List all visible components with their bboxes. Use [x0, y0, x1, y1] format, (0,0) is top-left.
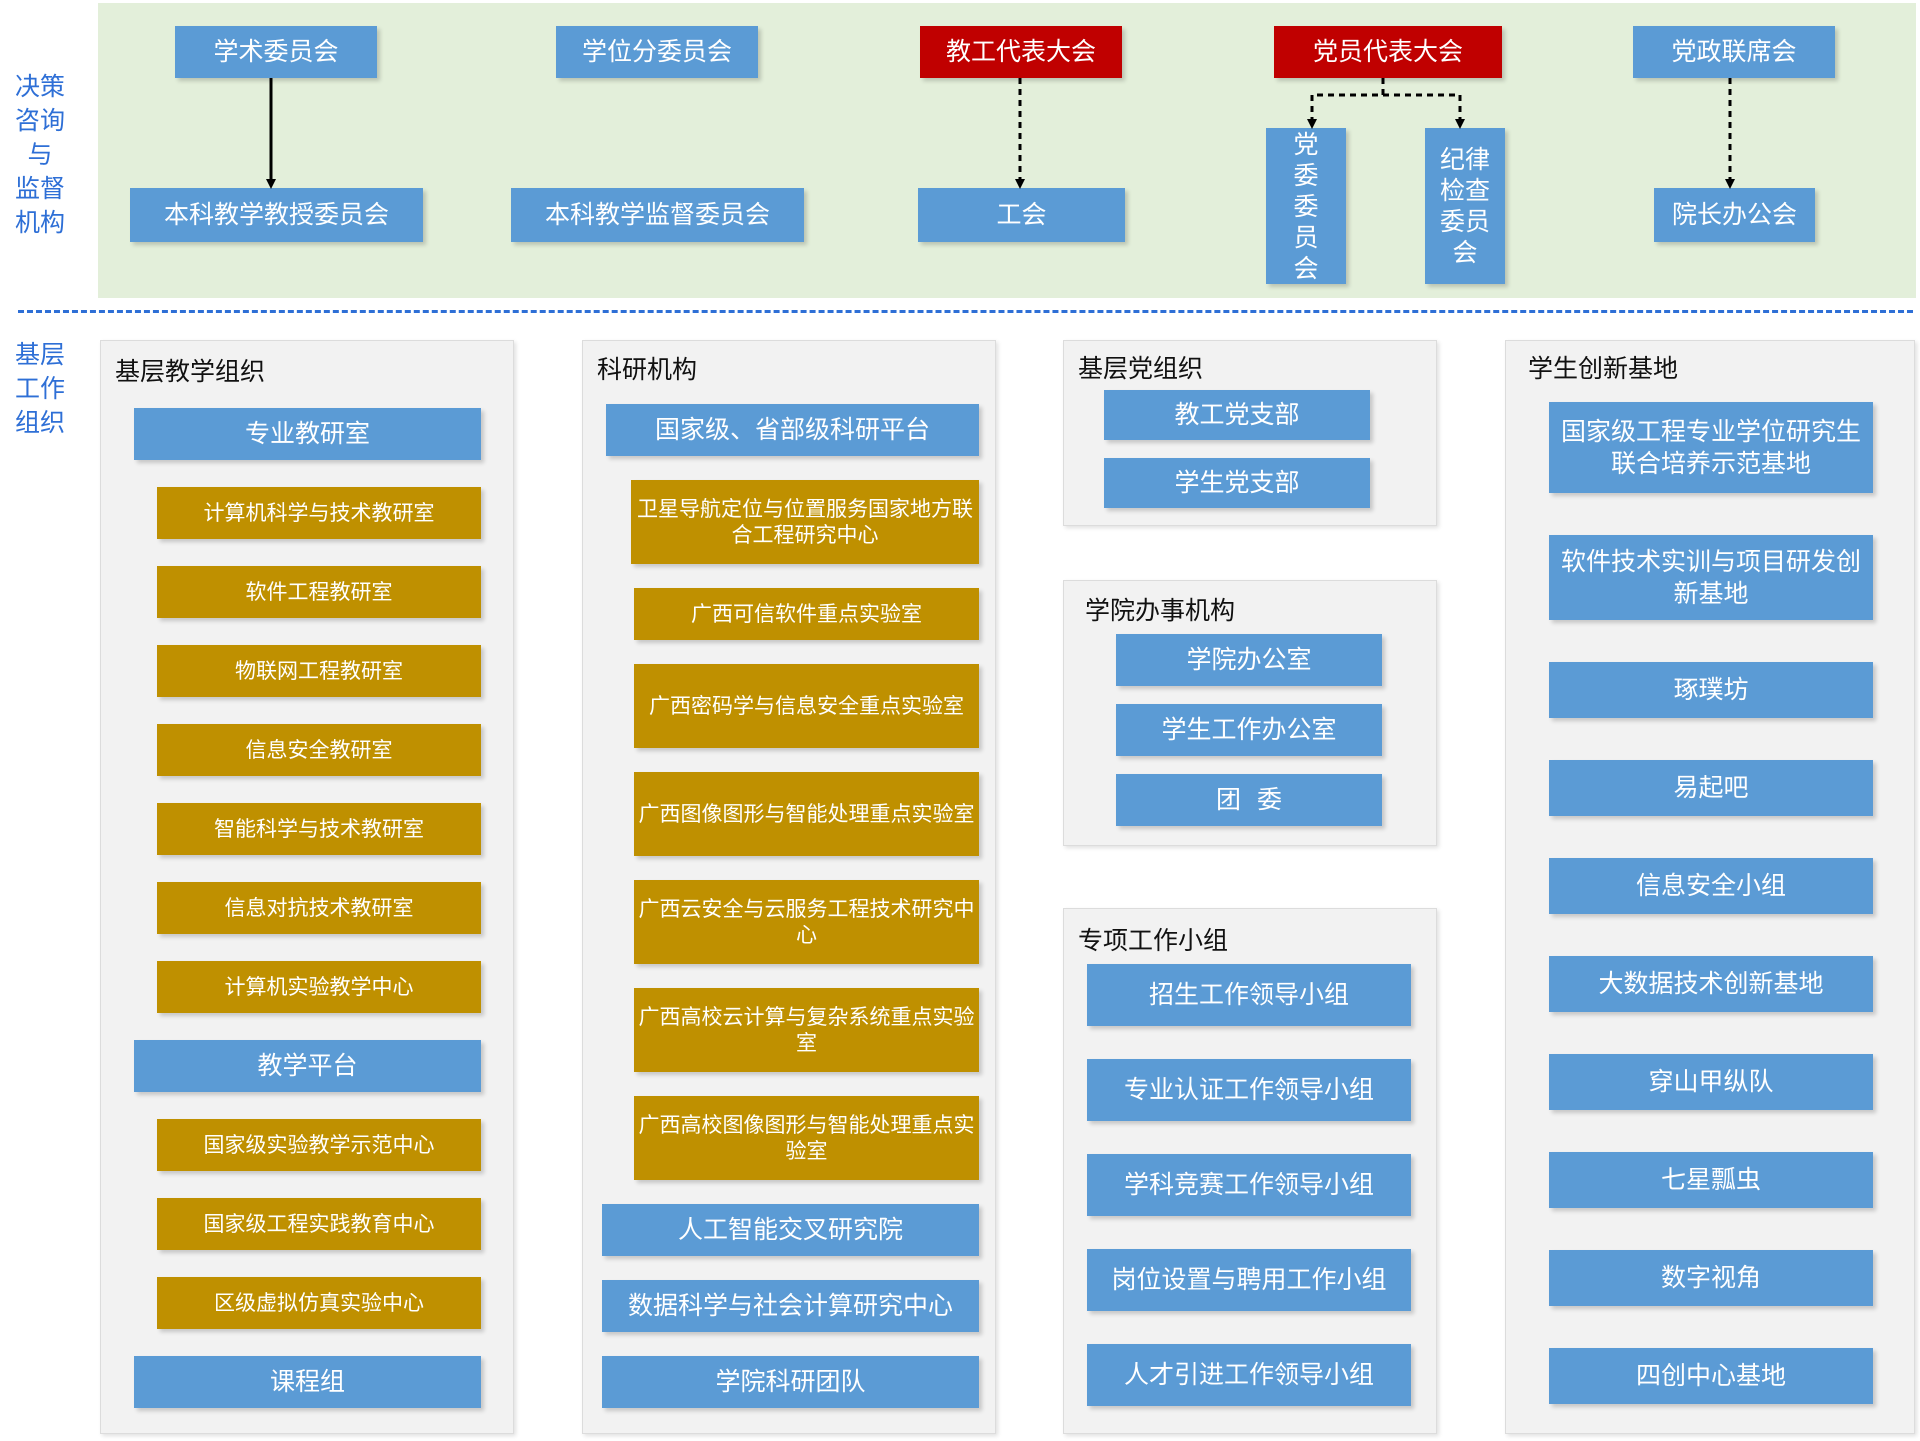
- special-group-item: 岗位设置与聘用工作小组: [1087, 1249, 1411, 1311]
- research-platform-item: 广西高校云计算与复杂系统重点实验室: [634, 988, 979, 1072]
- party-org-title: 基层党组织: [1078, 354, 1204, 383]
- innovation-base-item: 数字视角: [1549, 1250, 1873, 1306]
- grassroots-section-label: 基层 工作 组织: [14, 340, 65, 437]
- innovation-base-item: 四创中心基地: [1549, 1348, 1873, 1404]
- innovation-base-item: 大数据技术创新基地: [1549, 956, 1873, 1012]
- research-platform-header-box: 国家级、省部级科研平台: [606, 404, 979, 456]
- admin-office-item: 学生工作办公室: [1116, 704, 1382, 756]
- special-group-item: 学科竞赛工作领导小组: [1087, 1154, 1411, 1216]
- party-committee-box: 党 委 委 员 会: [1266, 128, 1346, 284]
- academic-committee-box: 学术委员会: [175, 26, 377, 78]
- special-group-title: 专项工作小组: [1078, 926, 1229, 955]
- decision-section-label: 决策 咨询 与 监督 机构: [14, 72, 65, 237]
- research-platform-item: 广西可信软件重点实验室: [634, 588, 979, 640]
- special-group-item: 专业认证工作领导小组: [1087, 1059, 1411, 1121]
- admin-office-item: 团 委: [1116, 774, 1382, 826]
- staff-congress-box: 教工代表大会: [920, 26, 1122, 78]
- teaching-platform-item: 国家级工程实践教育中心: [157, 1198, 481, 1250]
- joint-meeting-box: 党政联席会: [1633, 26, 1835, 78]
- major-item: 信息安全教研室: [157, 724, 481, 776]
- research-other-item: 学院科研团队: [602, 1356, 979, 1408]
- party-congress-split-line: [1307, 78, 1385, 129]
- innovation-base-item: 软件技术实训与项目研发创新基地: [1549, 535, 1873, 620]
- special-group-item: 招生工作领导小组: [1087, 964, 1411, 1026]
- dean-office-meeting-box: 院长办公会: [1654, 188, 1815, 242]
- teaching-org-title: 基层教学组织: [115, 357, 266, 386]
- course-group-box: 课程组: [134, 1356, 481, 1408]
- party-congress-split-line-right: [1383, 93, 1465, 129]
- section-divider: [18, 310, 1913, 313]
- innovation-base-item: 七星瓢虫: [1549, 1152, 1873, 1208]
- research-other-item: 人工智能交叉研究院: [602, 1204, 979, 1256]
- innovation-base-item: 信息安全小组: [1549, 858, 1873, 914]
- labor-union-box: 工会: [918, 188, 1125, 242]
- innovation-base-item: 易起吧: [1549, 760, 1873, 816]
- special-group-item: 人才引进工作领导小组: [1087, 1344, 1411, 1406]
- teaching-platform-item: 国家级实验教学示范中心: [157, 1119, 481, 1171]
- major-item: 软件工程教研室: [157, 566, 481, 618]
- teaching-platform-item: 区级虚拟仿真实验中心: [157, 1277, 481, 1329]
- research-title: 科研机构: [597, 355, 698, 384]
- admin-office-item: 学院办公室: [1116, 634, 1382, 686]
- research-platform-item: 广西密码学与信息安全重点实验室: [634, 664, 979, 748]
- major-item: 物联网工程教研室: [157, 645, 481, 697]
- majors-header-box: 专业教研室: [134, 408, 481, 460]
- research-platform-item: 广西图像图形与智能处理重点实验室: [634, 772, 979, 856]
- major-item: 信息对抗技术教研室: [157, 882, 481, 934]
- innovation-title: 学生创新基地: [1528, 354, 1679, 383]
- major-item: 计算机科学与技术教研室: [157, 487, 481, 539]
- admin-title: 学院办事机构: [1085, 596, 1236, 625]
- party-branch-item: 学生党支部: [1104, 458, 1370, 508]
- innovation-base-item: 穿山甲纵队: [1549, 1054, 1873, 1110]
- innovation-base-item: 国家级工程专业学位研究生联合培养示范基地: [1549, 402, 1873, 493]
- party-branch-item: 教工党支部: [1104, 390, 1370, 440]
- undergrad-teaching-professor-committee-box: 本科教学教授委员会: [130, 188, 423, 242]
- undergrad-teaching-supervision-committee-box: 本科教学监督委员会: [511, 188, 804, 242]
- research-platform-item: 广西云安全与云服务工程技术研究中心: [634, 880, 979, 964]
- discipline-committee-box: 纪律 检查 委员 会: [1425, 128, 1505, 284]
- research-platform-item: 卫星导航定位与位置服务国家地方联合工程研究中心: [631, 480, 979, 564]
- major-item: 计算机实验教学中心: [157, 961, 481, 1013]
- innovation-base-item: 琢璞坊: [1549, 662, 1873, 718]
- teaching-platform-header-box: 教学平台: [134, 1040, 481, 1092]
- party-congress-box: 党员代表大会: [1274, 26, 1502, 78]
- major-item: 智能科学与技术教研室: [157, 803, 481, 855]
- degree-subcommittee-box: 学位分委员会: [556, 26, 758, 78]
- research-other-item: 数据科学与社会计算研究中心: [602, 1280, 979, 1332]
- research-platform-item: 广西高校图像图形与智能处理重点实验室: [634, 1096, 979, 1180]
